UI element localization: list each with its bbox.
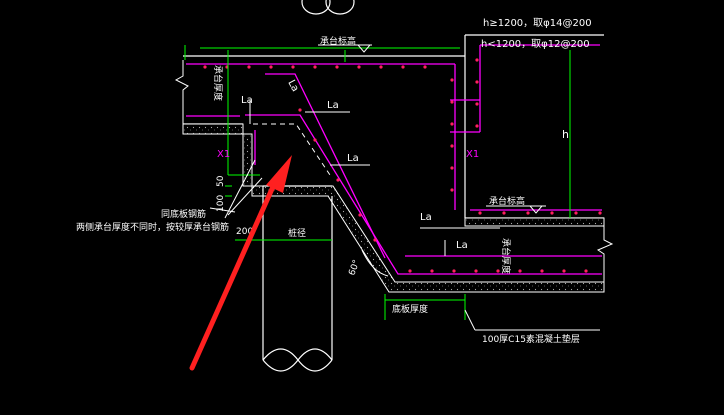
label-h-lt-1200: h<1200，取φ12@200 [481, 38, 590, 50]
rebar-dot [598, 211, 602, 215]
label-dim-50: 50 [216, 175, 226, 187]
label-cap-thickness-right: 承台厚度 [500, 238, 512, 274]
pile-top-ellipses [301, 0, 355, 15]
label-la-5: La [420, 212, 432, 223]
label-x1-right: X1 [466, 149, 479, 160]
rebar-dot [540, 269, 544, 273]
label-x1-left: X1 [217, 149, 230, 160]
label-la-4: La [347, 153, 359, 164]
rebar-dot [452, 269, 456, 273]
label-cap-elevation-top: 承台标高 [320, 35, 356, 47]
rebar-dot [313, 65, 317, 69]
rebar-dot [357, 65, 361, 69]
rebar-dot [291, 65, 295, 69]
rebar-dot [526, 211, 530, 215]
red-annotation-arrow [189, 155, 292, 371]
rebar-dot [379, 65, 383, 69]
rebar-dot [518, 269, 522, 273]
label-pit-thickness: 底板厚度 [392, 303, 428, 315]
rebar-section-dots [203, 58, 602, 273]
rebar-dot [450, 78, 454, 82]
angle-arc [361, 249, 389, 277]
rebar-dot [562, 269, 566, 273]
rebar-dot [475, 102, 479, 106]
label-cushion-layer: 100厚C15素混凝土垫层 [482, 333, 580, 345]
rebar-dot [474, 269, 478, 273]
break-marks [174, 60, 614, 282]
label-cap-thickness-left: 承台厚度 [212, 65, 224, 101]
elevation-marker-right [486, 205, 546, 214]
rebar-dot [475, 124, 479, 128]
label-la-2: La [285, 78, 300, 93]
cushion-layer [182, 123, 605, 293]
rebar-dot [313, 138, 317, 142]
label-note-same-as-slab: 同底板钢筋 [161, 208, 206, 220]
rebar-dot [358, 213, 362, 217]
rebar-dot [450, 122, 454, 126]
rebar-dot [336, 178, 340, 182]
rebar-dot [574, 211, 578, 215]
pile-head-dashed [253, 123, 333, 179]
rebar-lines [186, 44, 602, 275]
label-dim-200: 200 [236, 227, 253, 237]
label-h-ge-1200: h≥1200，取φ14@200 [483, 17, 592, 29]
rebar-dot [401, 65, 405, 69]
rebar-dot [430, 269, 434, 273]
rebar-dot [247, 65, 251, 69]
rebar-dot [423, 65, 427, 69]
rebar-dot [450, 144, 454, 148]
cushion-layer-right [464, 217, 605, 227]
label-pile-diameter: 桩径 [288, 227, 306, 239]
rebar-dot [478, 211, 482, 215]
rebar-dot [269, 65, 273, 69]
label-la-3: La [327, 100, 339, 111]
rebar-dot [450, 100, 454, 104]
concrete-outline [183, 34, 604, 219]
label-angle-60: 60° [347, 259, 362, 277]
label-cap-elevation-right: 承台标高 [489, 195, 525, 207]
rebar-dot [450, 188, 454, 192]
rebar-dot [203, 65, 207, 69]
rebar-dot [475, 58, 479, 62]
label-note-thicker-cap: 两侧承台厚度不同时，按较厚承台钢筋 [76, 221, 229, 233]
anchorage-leaders [209, 100, 600, 331]
label-h: h [562, 128, 569, 141]
rebar-dot [298, 108, 302, 112]
label-dim-100: 100 [216, 195, 226, 212]
rebar-dot [475, 80, 479, 84]
rebar-dot [408, 269, 412, 273]
elevation-marker-top [318, 44, 372, 53]
rebar-dot [373, 238, 377, 242]
rebar-dot [550, 211, 554, 215]
label-la-1: La [241, 95, 253, 106]
pile-shaft [262, 185, 333, 372]
rebar-dot [502, 211, 506, 215]
rebar-dot [584, 269, 588, 273]
rebar-dot [496, 269, 500, 273]
rebar-dot [335, 65, 339, 69]
label-la-6: La [456, 240, 468, 251]
rebar-dot [450, 166, 454, 170]
